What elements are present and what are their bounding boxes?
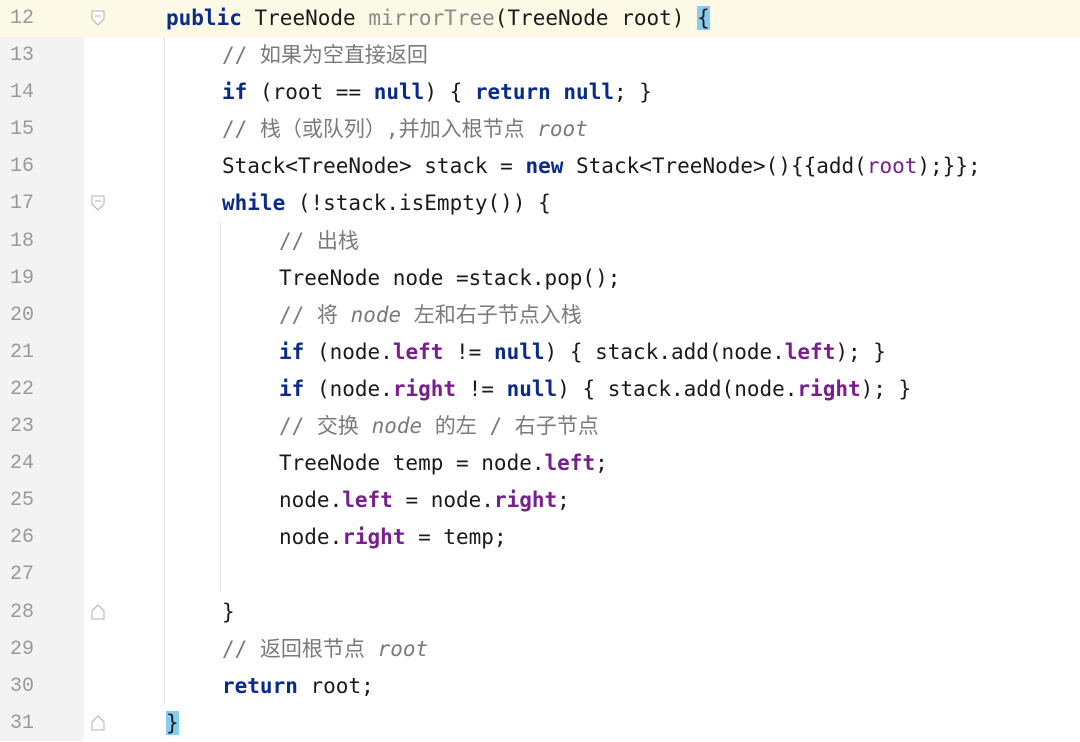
code-text: node.right = temp; <box>279 525 507 550</box>
line-number: 17 <box>10 192 35 216</box>
code-comment: // 栈（或队列）,并加入根节点 root <box>222 117 588 142</box>
line-number: 12 <box>10 7 35 30</box>
code-line[interactable]: 30 return root; <box>0 668 1080 705</box>
line-number: 23 <box>10 415 35 439</box>
code-text: } <box>166 705 179 742</box>
code-text: if (node.left != null) { stack.add(node.… <box>279 339 886 364</box>
line-number: 15 <box>10 118 35 142</box>
code-text: TreeNode node =stack.pop(); <box>279 265 621 290</box>
code-line[interactable]: 17 while (!stack.isEmpty()) { <box>0 185 1080 222</box>
line-number-gutter <box>0 0 85 741</box>
code-text: } <box>222 599 235 624</box>
code-text: public TreeNode mirrorTree(TreeNode root… <box>166 6 710 30</box>
code-comment: // 交换 node 的左 / 右子节点 <box>279 414 599 439</box>
code-line[interactable]: 16 Stack<TreeNode> stack = new Stack<Tre… <box>0 148 1080 185</box>
code-line[interactable]: 28 } <box>0 594 1080 631</box>
line-number: 27 <box>10 563 35 587</box>
code-line[interactable]: 31 } <box>0 705 1080 742</box>
line-number: 29 <box>10 637 35 661</box>
code-line[interactable]: 18 // 出栈 <box>0 223 1080 260</box>
code-line[interactable]: 23 // 交换 node 的左 / 右子节点 <box>0 408 1080 445</box>
code-text: node.left = node.right; <box>279 488 570 513</box>
code-text: if (node.right != null) { stack.add(node… <box>279 376 912 401</box>
code-text: return root; <box>222 673 374 698</box>
code-text: TreeNode temp = node.left; <box>279 451 608 476</box>
code-line[interactable]: 24 TreeNode temp = node.left; <box>0 445 1080 482</box>
code-line[interactable]: 27 <box>0 556 1080 593</box>
code-line[interactable]: 26 node.right = temp; <box>0 519 1080 556</box>
code-line[interactable]: 20 // 将 node 左和右子节点入栈 <box>0 297 1080 334</box>
line-number: 30 <box>10 674 35 698</box>
line-number: 31 <box>10 711 35 735</box>
line-number: 13 <box>10 44 35 68</box>
code-line[interactable]: 13 // 如果为空直接返回 <box>0 37 1080 74</box>
code-text: while (!stack.isEmpty()) { <box>222 191 551 216</box>
indent-guide <box>164 37 165 704</box>
code-comment: // 将 node 左和右子节点入栈 <box>279 302 582 327</box>
matched-brace: } <box>166 710 179 735</box>
matched-brace: { <box>697 6 710 30</box>
line-number: 21 <box>10 340 35 364</box>
fold-collapse-icon[interactable] <box>91 10 105 26</box>
code-comment: // 如果为空直接返回 <box>222 43 428 68</box>
fold-collapse-icon[interactable] <box>91 195 105 212</box>
line-number: 28 <box>10 600 35 624</box>
fold-end-icon[interactable] <box>91 603 105 620</box>
code-line[interactable]: 14 if (root == null) { return null; } <box>0 74 1080 111</box>
code-line[interactable]: 21 if (node.left != null) { stack.add(no… <box>0 334 1080 371</box>
line-number: 26 <box>10 526 35 550</box>
code-text: if (root == null) { return null; } <box>222 80 652 105</box>
line-number: 20 <box>10 303 35 327</box>
line-number: 25 <box>10 489 35 513</box>
line-number: 16 <box>10 155 35 179</box>
line-number: 14 <box>10 81 35 105</box>
line-number: 22 <box>10 377 35 401</box>
code-line[interactable]: 19 TreeNode node =stack.pop(); <box>0 260 1080 297</box>
code-line[interactable]: 15 // 栈（或队列）,并加入根节点 root <box>0 111 1080 148</box>
code-comment: // 出栈 <box>279 228 359 253</box>
line-number: 24 <box>10 452 35 476</box>
code-comment: // 返回根节点 root <box>222 636 429 661</box>
line-number: 19 <box>10 266 35 290</box>
code-line[interactable]: 25 node.left = node.right; <box>0 482 1080 519</box>
code-line[interactable]: 12 public TreeNode mirrorTree(TreeNode r… <box>0 0 1080 38</box>
code-line[interactable]: 29 // 返回根节点 root <box>0 631 1080 668</box>
indent-guide <box>220 222 221 592</box>
code-line[interactable]: 22 if (node.right != null) { stack.add(n… <box>0 371 1080 408</box>
line-number: 18 <box>10 229 35 253</box>
fold-end-icon[interactable] <box>91 715 105 731</box>
code-text: Stack<TreeNode> stack = new Stack<TreeNo… <box>222 154 981 179</box>
